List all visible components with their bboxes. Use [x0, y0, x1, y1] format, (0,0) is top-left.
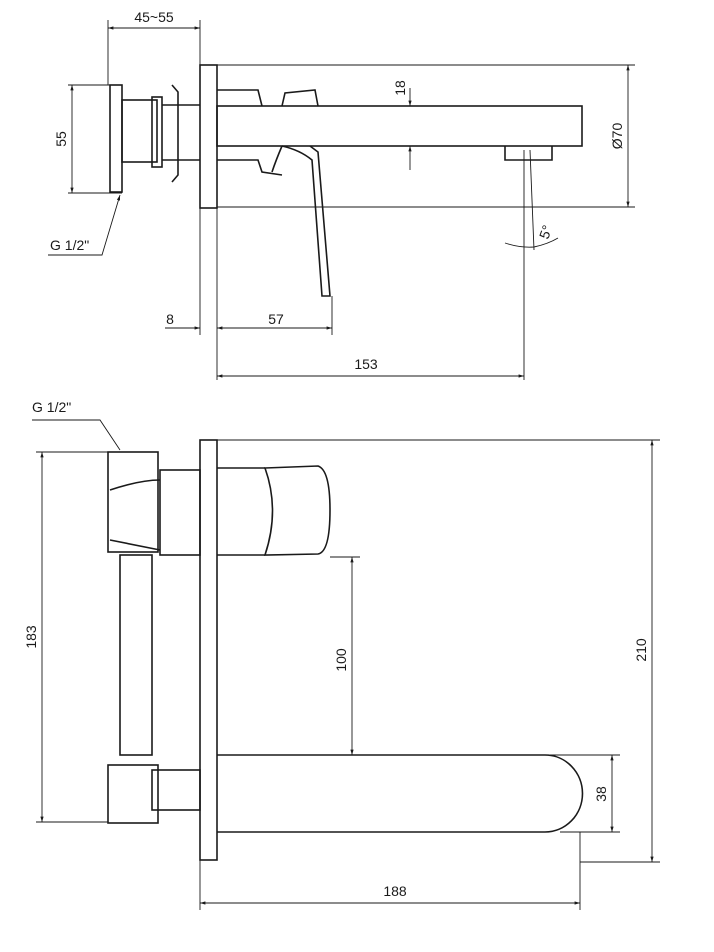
lever-handle [271, 145, 331, 297]
dim-38: 38 [593, 786, 609, 802]
dim-8: 8 [166, 311, 174, 327]
wall-plate [199, 64, 218, 209]
dim-angle-5: 5° [536, 223, 556, 241]
valve-nut [109, 84, 123, 193]
pipe [119, 554, 153, 756]
thread-label-front: G 1/2" [32, 399, 71, 415]
handle-front [263, 465, 331, 556]
thread-label-side: G 1/2" [50, 237, 89, 253]
front-view: G 1/2" 183 100 210 38 188 [23, 399, 660, 910]
dim-188: 188 [383, 883, 407, 899]
aerator [504, 146, 553, 161]
dim-57: 57 [268, 311, 284, 327]
dim-diameter-70: Ø70 [609, 123, 625, 150]
dim-18: 18 [392, 80, 408, 96]
dim-45-55: 45~55 [134, 9, 174, 25]
dim-100: 100 [333, 648, 349, 672]
valve-body-front [107, 451, 159, 553]
valve-ring [151, 96, 163, 168]
valve-connector [159, 469, 201, 556]
lower-fitting [107, 764, 159, 824]
dim-183: 183 [23, 625, 39, 649]
side-view: 45~55 55 G 1/2" 18 Ø70 5° 8 57 153 [48, 9, 635, 380]
valve-collar [162, 84, 200, 183]
lower-connector [151, 769, 201, 811]
dim-210: 210 [633, 638, 649, 662]
spout-front [217, 754, 584, 833]
valve-body [121, 99, 158, 163]
wall-plate-front [199, 439, 218, 861]
body-housing [217, 89, 283, 176]
spout [216, 105, 583, 147]
dim-153: 153 [354, 356, 378, 372]
lever-top [281, 89, 319, 107]
dim-55: 55 [53, 131, 69, 147]
